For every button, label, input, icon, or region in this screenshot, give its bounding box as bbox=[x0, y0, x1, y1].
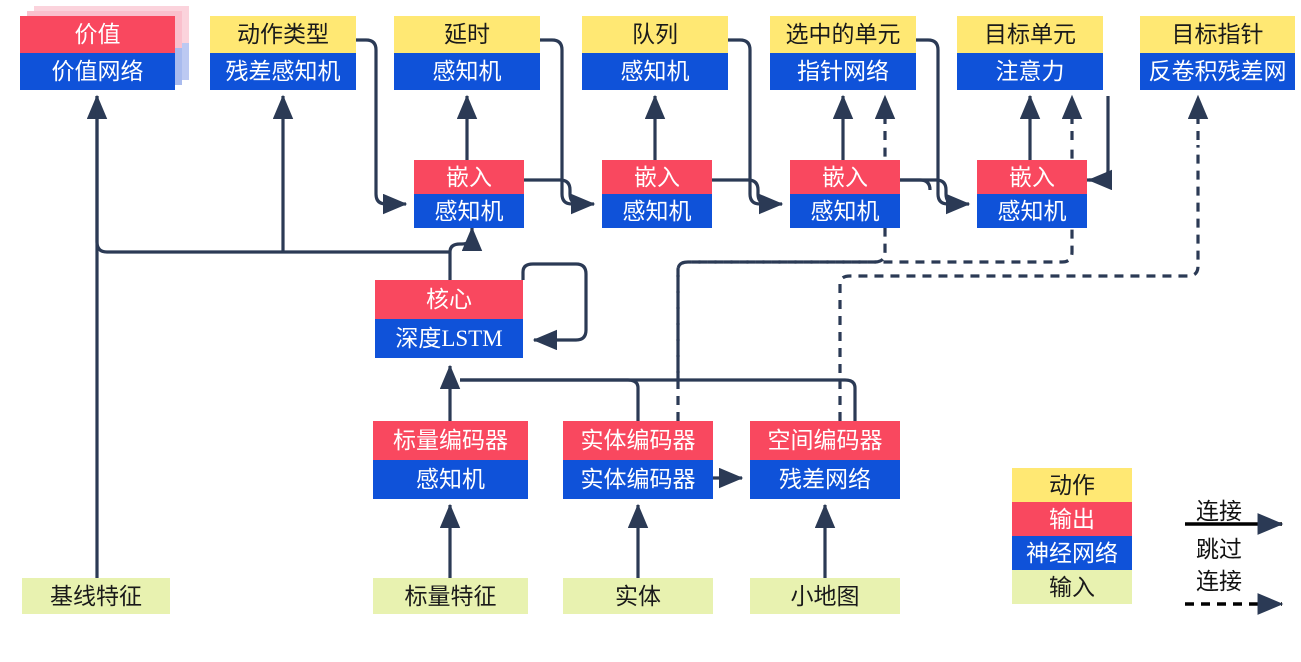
node-entity_encoder-head-label: 实体编码器 bbox=[563, 421, 713, 460]
node-entity_encoder[interactable]: 实体编码器实体编码器 bbox=[563, 421, 713, 499]
node-spatial_encoder-head-label: 空间编码器 bbox=[750, 421, 900, 460]
node-scalar_encoder-head-label: 标量编码器 bbox=[373, 421, 528, 460]
legend-action: 动作 bbox=[1012, 468, 1132, 502]
node-action_type-module-label: 残差感知机 bbox=[210, 53, 356, 90]
node-core-module-label: 深度LSTM bbox=[375, 319, 523, 358]
node-entity_encoder-module-label: 实体编码器 bbox=[563, 460, 713, 499]
wire-embed3-to-embed4 bbox=[900, 178, 971, 215]
input-entities[interactable]: 实体 bbox=[563, 578, 713, 614]
node-embed1[interactable]: 嵌入感知机 bbox=[414, 160, 524, 228]
node-embed4-module-label: 感知机 bbox=[977, 194, 1087, 228]
legend-output: 输出 bbox=[1012, 502, 1132, 536]
node-selected_units-module-label: 指针网络 bbox=[770, 53, 916, 90]
wire-actiontype-to-embed1 bbox=[356, 38, 390, 206]
wire-embed2-to-embed3 bbox=[712, 178, 784, 215]
input-scalar_features[interactable]: 标量特征 bbox=[373, 578, 528, 614]
wire-core-recurrent bbox=[521, 262, 588, 351]
node-spatial_encoder[interactable]: 空间编码器残差网络 bbox=[750, 421, 900, 499]
node-selected_units[interactable]: 选中的单元指针网络 bbox=[770, 16, 916, 90]
skip-spatialenc-to-targetpoint bbox=[838, 145, 1200, 421]
node-target_point[interactable]: 目标指针反卷积残差网 bbox=[1140, 16, 1295, 90]
legend-arrows bbox=[1185, 513, 1284, 615]
wire-embed3-left-link bbox=[900, 178, 932, 191]
legend-nn: 神经网络 bbox=[1012, 536, 1132, 570]
wire-targetpoint-to-embed4 bbox=[1087, 96, 1113, 191]
legend-connect-label: 连接 bbox=[1196, 499, 1242, 524]
node-embed3-module-label: 感知机 bbox=[790, 194, 900, 228]
node-embed1-module-label: 感知机 bbox=[414, 194, 524, 228]
node-core[interactable]: 核心深度LSTM bbox=[375, 280, 523, 358]
node-scalar_encoder-module-label: 感知机 bbox=[373, 460, 528, 499]
wire-selectedunits-to-embed4 bbox=[916, 38, 949, 206]
node-action_type[interactable]: 动作类型残差感知机 bbox=[210, 16, 356, 90]
node-embed3-head-label: 嵌入 bbox=[790, 160, 900, 194]
wire-core-bus-left bbox=[95, 96, 450, 254]
node-target_unit[interactable]: 目标单元注意力 bbox=[957, 16, 1103, 90]
node-action_type-head-label: 动作类型 bbox=[210, 16, 356, 53]
node-embed2-head-label: 嵌入 bbox=[602, 160, 712, 194]
wire-embed1-to-embed2 bbox=[524, 178, 596, 215]
wire-entityenc-bus bbox=[460, 378, 640, 421]
node-embed2-module-label: 感知机 bbox=[602, 194, 712, 228]
node-embed4[interactable]: 嵌入感知机 bbox=[977, 160, 1087, 228]
node-target_point-head-label: 目标指针 bbox=[1140, 16, 1295, 53]
node-queued-module-label: 感知机 bbox=[582, 53, 728, 90]
wire-queued-to-embed3 bbox=[728, 38, 761, 206]
node-value[interactable]: 价值价值网络 bbox=[20, 16, 175, 90]
node-delay-head-label: 延时 bbox=[394, 16, 540, 53]
node-value-head-label: 价值 bbox=[20, 16, 175, 53]
input-baseline_features[interactable]: 基线特征 bbox=[22, 578, 170, 614]
legend-skip-label-line2: 连接 bbox=[1196, 569, 1242, 594]
node-embed4-head-label: 嵌入 bbox=[977, 160, 1087, 194]
node-value-module-label: 价值网络 bbox=[20, 53, 175, 90]
skip-entityenc-to-targetunit bbox=[676, 145, 1074, 380]
node-queued-head-label: 队列 bbox=[582, 16, 728, 53]
legend-skip-label-line1: 跳过 bbox=[1196, 537, 1242, 562]
node-target_point-module-label: 反卷积残差网 bbox=[1140, 53, 1295, 90]
node-selected_units-head-label: 选中的单元 bbox=[770, 16, 916, 53]
skip-entityenc-to-selectedunits bbox=[676, 145, 887, 421]
node-scalar_encoder[interactable]: 标量编码器感知机 bbox=[373, 421, 528, 499]
node-core-head-label: 核心 bbox=[375, 280, 523, 319]
node-embed2[interactable]: 嵌入感知机 bbox=[602, 160, 712, 228]
node-target_unit-head-label: 目标单元 bbox=[957, 16, 1103, 53]
legend-input: 输入 bbox=[1012, 570, 1132, 604]
node-delay-module-label: 感知机 bbox=[394, 53, 540, 90]
wire-spatialenc-bus bbox=[460, 378, 857, 421]
node-embed1-head-label: 嵌入 bbox=[414, 160, 524, 194]
node-embed3[interactable]: 嵌入感知机 bbox=[790, 160, 900, 228]
node-spatial_encoder-module-label: 残差网络 bbox=[750, 460, 900, 499]
node-target_unit-module-label: 注意力 bbox=[957, 53, 1103, 90]
wire-core-to-embed1 bbox=[448, 226, 483, 253]
wire-delay-to-embed2 bbox=[540, 38, 573, 206]
node-delay[interactable]: 延时感知机 bbox=[394, 16, 540, 90]
node-queued[interactable]: 队列感知机 bbox=[582, 16, 728, 90]
input-minimap[interactable]: 小地图 bbox=[750, 578, 900, 614]
